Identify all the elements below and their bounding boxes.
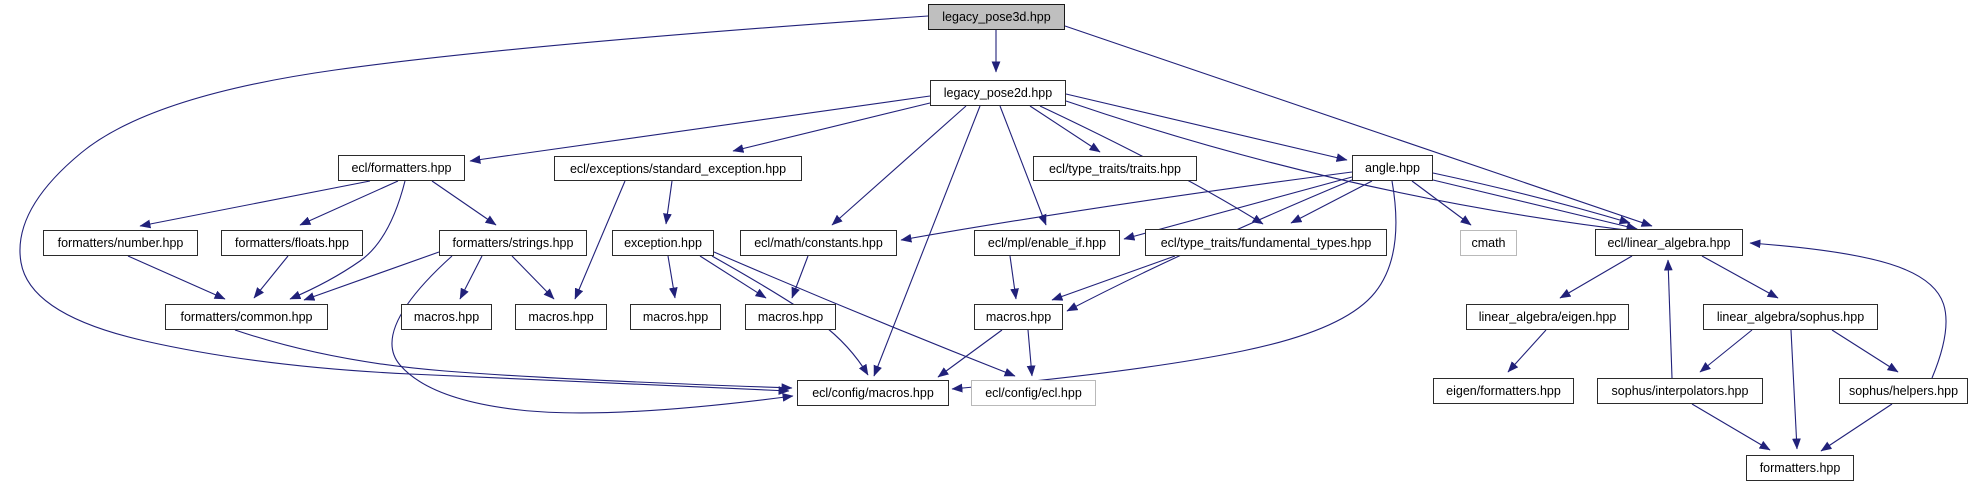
edge-number-to-common [127, 255, 226, 300]
graph-node-traits[interactable]: ecl/type_traits/traits.hpp [1033, 156, 1197, 181]
edge-helpers-to-linalg [1749, 239, 1947, 379]
edge-angle-to-linalg [1432, 179, 1638, 231]
graph-node-lasophus[interactable]: linear_algebra/sophus.hpp [1703, 304, 1878, 330]
edge-lasophus-to-interp [1699, 329, 1753, 373]
graph-node-common[interactable]: formatters/common.hpp [165, 304, 328, 330]
graph-node-cfgecl[interactable]: ecl/config/ecl.hpp [971, 380, 1096, 406]
graph-node-strings[interactable]: formatters/strings.hpp [439, 230, 587, 256]
graph-node-pose2d[interactable]: legacy_pose2d.hpp [930, 80, 1066, 106]
graph-node-fundtypes[interactable]: ecl/type_traits/fundamental_types.hpp [1145, 229, 1387, 256]
graph-node-stdexc[interactable]: ecl/exceptions/standard_exception.hpp [554, 156, 802, 181]
graph-node-exception[interactable]: exception.hpp [612, 230, 714, 256]
edge-floats-to-common [253, 255, 289, 299]
edge-fundtypes-to-macrosE [1051, 255, 1176, 301]
edge-laeigen-to-eigfmt [1507, 329, 1547, 373]
graph-node-fmtbottom[interactable]: formatters.hpp [1746, 455, 1854, 481]
graph-node-constants[interactable]: ecl/math/constants.hpp [740, 230, 897, 256]
edge-angle-to-cfgmacros [951, 180, 1397, 393]
edge-helpers-to-fmtbottom [1820, 403, 1893, 452]
edge-exception-to-macrosD [699, 255, 767, 299]
graph-node-macrosB[interactable]: macros.hpp [515, 304, 607, 330]
graph-node-cfgmacros[interactable]: ecl/config/macros.hpp [797, 380, 949, 406]
edge-exception-to-cfgecl [713, 251, 1016, 377]
graph-node-angle[interactable]: angle.hpp [1352, 155, 1433, 181]
edge-common-to-cfgmacros [234, 329, 793, 393]
edge-angle-to-cmath [1411, 180, 1472, 226]
edge-fmt-to-common [289, 180, 406, 300]
edge-pose2d-to-stdexc [732, 102, 931, 153]
graph-node-linalg[interactable]: ecl/linear_algebra.hpp [1595, 229, 1743, 256]
edge-pose2d-to-angle [1065, 93, 1348, 162]
edge-exception-to-macrosC [667, 255, 678, 299]
graph-node-interp[interactable]: sophus/interpolators.hpp [1597, 378, 1763, 404]
edge-angle-to-linalg [1432, 172, 1631, 225]
edge-strings-to-macrosA [459, 255, 483, 300]
graph-node-helpers[interactable]: sophus/helpers.hpp [1839, 378, 1968, 404]
edge-pose2d-to-enableif [999, 105, 1047, 226]
edge-macrosE-to-cfgecl [1026, 329, 1036, 377]
graph-node-pose3d[interactable]: legacy_pose3d.hpp [928, 4, 1065, 30]
graph-node-laeigen[interactable]: linear_algebra/eigen.hpp [1466, 304, 1629, 330]
edge-constants-to-macrosD [791, 255, 809, 299]
edge-strings-to-macrosB [511, 255, 555, 300]
edge-macrosE-to-cfgmacros [937, 329, 1003, 378]
edge-pose2d-to-constants [831, 105, 967, 226]
graph-node-fmt[interactable]: ecl/formatters.hpp [338, 155, 465, 181]
graph-node-macrosE[interactable]: macros.hpp [974, 304, 1063, 330]
edge-interp-to-fmtbottom [1691, 403, 1771, 451]
edge-pose2d-to-linalg [1065, 100, 1644, 236]
edge-linalg-to-laeigen [1559, 255, 1633, 299]
graph-node-cmath[interactable]: cmath [1460, 230, 1517, 256]
edge-fmt-to-floats [299, 180, 399, 226]
edge-linalg-to-lasophus [1701, 255, 1779, 299]
edge-pose2d-to-traits [1029, 105, 1101, 153]
edge-pose2d-to-cfgmacros [873, 105, 981, 377]
graph-node-eigfmt[interactable]: eigen/formatters.hpp [1433, 378, 1574, 404]
edge-fmt-to-strings [431, 180, 497, 226]
edge-strings-to-common [303, 251, 440, 301]
graph-node-macrosC[interactable]: macros.hpp [630, 304, 721, 330]
graph-node-macrosA[interactable]: macros.hpp [401, 304, 492, 330]
edge-pose3d-to-linalg [1064, 25, 1653, 227]
graph-node-floats[interactable]: formatters/floats.hpp [221, 230, 363, 256]
edge-fmt-to-number [139, 180, 371, 229]
edge-lasophus-to-fmtbottom [1790, 329, 1801, 450]
graph-node-number[interactable]: formatters/number.hpp [43, 230, 198, 256]
edge-strings-to-cfgmacros [391, 255, 794, 414]
edge-angle-to-constants [900, 171, 1353, 243]
edge-interp-to-linalg [1663, 259, 1673, 379]
edge-pose3d-to-cfgmacros [19, 15, 929, 395]
edge-lasophus-to-helpers [1831, 329, 1899, 373]
graph-node-enableif[interactable]: ecl/mpl/enable_if.hpp [974, 230, 1120, 256]
edge-enableif-to-macrosE [1009, 255, 1019, 300]
graph-node-macrosD[interactable]: macros.hpp [745, 304, 836, 330]
edge-angle-to-fundtypes [1290, 180, 1373, 224]
edge-stdexc-to-macrosB [574, 180, 626, 300]
edge-stdexc-to-exception [663, 180, 673, 225]
edge-pose2d-to-fmt [469, 95, 931, 164]
